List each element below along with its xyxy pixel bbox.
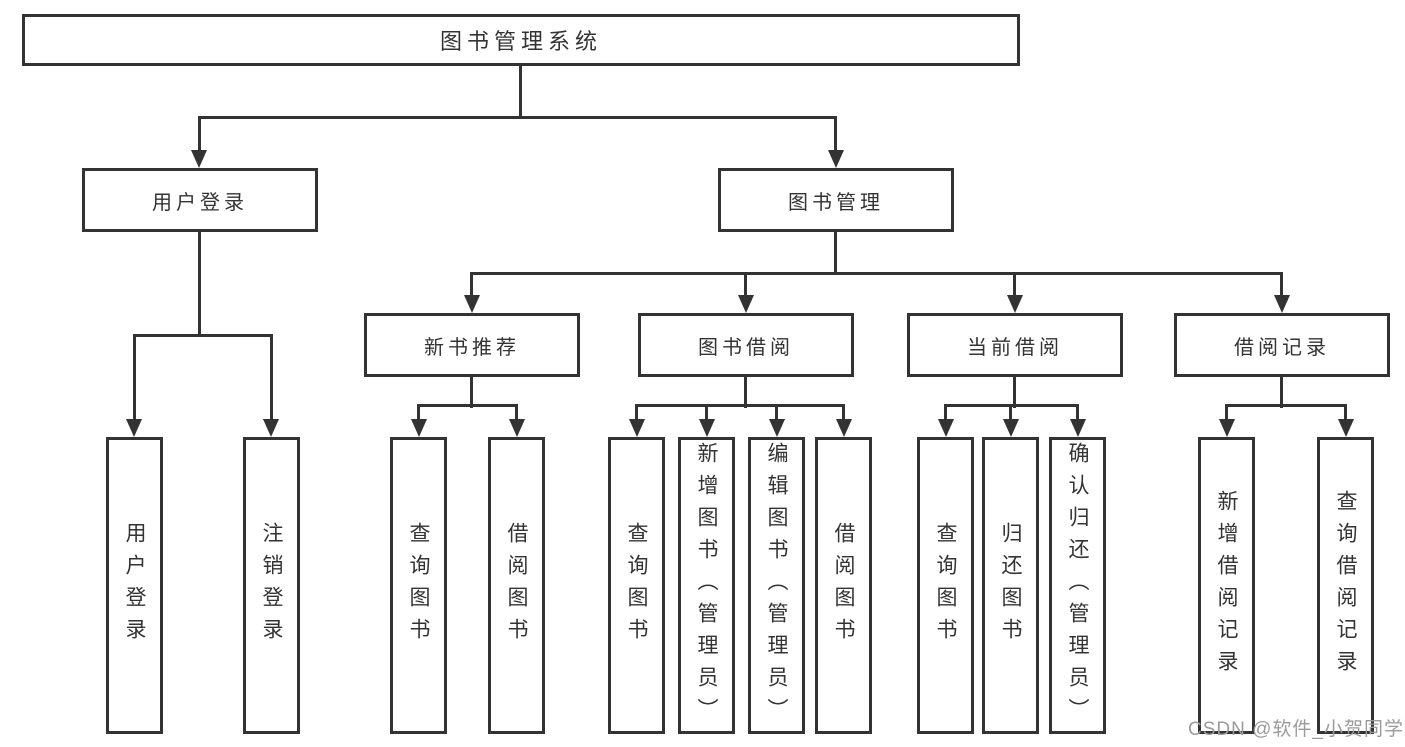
node-book-borrow: 图书借阅 (638, 313, 854, 377)
leaf-query-book-recommend-label: 查询图书 (407, 521, 430, 650)
arrowhead (1007, 295, 1023, 313)
leaf-confirm-return-admin-label: 确认归还（管理员） (1066, 441, 1089, 730)
connector (1013, 272, 1016, 298)
connector (705, 404, 708, 422)
leaf-edit-book-admin-label: 编辑图书（管理员） (765, 441, 788, 730)
arrowhead (738, 295, 754, 313)
leaf-return-book: 归还图书 (982, 437, 1039, 734)
node-root: 图书管理系统 (22, 14, 1020, 66)
connector (519, 64, 522, 118)
connector (417, 404, 420, 422)
arrowhead (699, 419, 715, 437)
leaf-logout-label: 注销登录 (260, 521, 283, 650)
arrowhead (411, 419, 427, 437)
connector (834, 116, 837, 152)
arrowhead (1338, 419, 1354, 437)
node-book-borrow-label: 图书借阅 (698, 336, 794, 359)
connector (1225, 404, 1347, 407)
connector (1280, 375, 1283, 408)
connector (842, 404, 845, 422)
leaf-add-book-admin-label: 新增图书（管理员） (695, 441, 718, 730)
connector (198, 116, 837, 119)
leaf-query-book-current: 查询图书 (917, 437, 974, 734)
arrowhead (191, 150, 207, 168)
connector (744, 375, 747, 408)
connector (470, 272, 473, 298)
connector (944, 404, 947, 422)
leaf-return-book-label: 归还图书 (999, 521, 1022, 650)
arrowhead (938, 419, 954, 437)
arrowhead (769, 419, 785, 437)
leaf-user-login: 用户登录 (106, 437, 163, 734)
connector (515, 404, 518, 422)
connector (635, 404, 845, 407)
node-borrow-record-label: 借阅记录 (1234, 336, 1330, 359)
connector (1344, 404, 1347, 422)
node-current-borrow: 当前借阅 (907, 313, 1123, 377)
node-root-label: 图书管理系统 (439, 29, 602, 54)
leaf-confirm-return-admin: 确认归还（管理员） (1049, 437, 1106, 734)
node-user-login: 用户登录 (82, 168, 318, 232)
leaf-query-borrow-record: 查询借阅记录 (1317, 437, 1374, 734)
arrowhead (126, 419, 142, 437)
leaf-query-book-borrow-label: 查询图书 (625, 521, 648, 650)
connector (198, 230, 201, 336)
connector (775, 404, 778, 422)
connector (1009, 404, 1012, 422)
connector (1013, 375, 1016, 408)
leaf-add-borrow-record-label: 新增借阅记录 (1215, 489, 1238, 682)
arrowhead (509, 419, 525, 437)
leaf-borrow-book-recommend: 借阅图书 (488, 437, 545, 734)
connector (635, 404, 638, 422)
connector (133, 334, 273, 337)
arrowhead (1070, 419, 1086, 437)
node-book-manage-label: 图书管理 (788, 191, 884, 214)
leaf-logout: 注销登录 (243, 437, 300, 734)
connector (1280, 272, 1283, 298)
node-new-book-recommend: 新书推荐 (364, 313, 580, 377)
arrowhead (1274, 295, 1290, 313)
connector (744, 272, 747, 298)
connector (1076, 404, 1079, 422)
csdn-watermark: CSDN @软件_小贺同学 (1188, 719, 1404, 740)
connector (198, 116, 201, 152)
leaf-add-book-admin: 新增图书（管理员） (678, 437, 735, 734)
node-new-book-recommend-label: 新书推荐 (424, 336, 520, 359)
connector (834, 230, 837, 275)
connector (270, 334, 273, 422)
arrowhead (464, 295, 480, 313)
arrowhead (629, 419, 645, 437)
arrowhead (263, 419, 279, 437)
node-book-manage: 图书管理 (718, 168, 954, 232)
arrowhead (836, 419, 852, 437)
leaf-query-book-recommend: 查询图书 (390, 437, 447, 734)
leaf-query-borrow-record-label: 查询借阅记录 (1334, 489, 1357, 682)
connector (417, 404, 518, 407)
leaf-user-login-label: 用户登录 (123, 521, 146, 650)
leaf-edit-book-admin: 编辑图书（管理员） (748, 437, 805, 734)
node-borrow-record: 借阅记录 (1174, 313, 1390, 377)
leaf-query-book-current-label: 查询图书 (934, 521, 957, 650)
connector (133, 334, 136, 422)
leaf-borrow-book-borrow: 借阅图书 (815, 437, 872, 734)
leaf-add-borrow-record: 新增借阅记录 (1198, 437, 1255, 734)
leaf-borrow-book-borrow-label: 借阅图书 (832, 521, 855, 650)
arrowhead (1219, 419, 1235, 437)
leaf-query-book-borrow: 查询图书 (608, 437, 665, 734)
arrowhead (1003, 419, 1019, 437)
arrowhead (828, 150, 844, 168)
connector (470, 375, 473, 408)
node-current-borrow-label: 当前借阅 (967, 336, 1063, 359)
node-user-login-label: 用户登录 (152, 191, 248, 214)
connector (1225, 404, 1228, 422)
connector (470, 272, 1283, 275)
leaf-borrow-book-recommend-label: 借阅图书 (505, 521, 528, 650)
